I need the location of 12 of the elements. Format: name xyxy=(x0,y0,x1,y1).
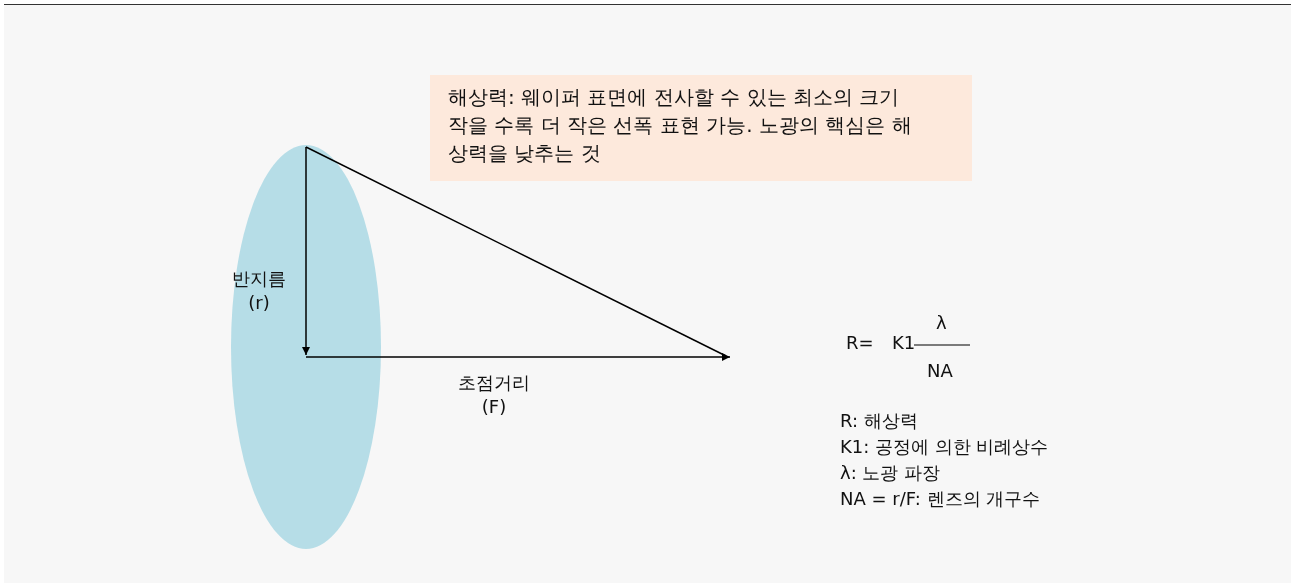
dimension-label: 초점거리 (F) xyxy=(457,371,531,419)
definition-text: K1: 공정에 의한 비례상수 xyxy=(840,435,1049,459)
definition-text: NA = r/F: 렌즈의 개구수 xyxy=(840,487,1041,511)
definition-text: λ: 노광 파장 xyxy=(840,461,941,485)
formula-text: R= xyxy=(846,331,874,355)
formula-text: λ xyxy=(936,311,947,335)
note-box xyxy=(430,75,972,181)
note-text: 해상력: 웨이퍼 표면에 전사할 수 있는 최소의 크기 작을 수록 더 작은 선폭 표현 가능. 노광의 핵심은 해상력을 낮추는 것 xyxy=(448,84,913,167)
formula-text: K1 xyxy=(892,331,916,355)
formula-text: NA xyxy=(927,359,953,383)
definition-text: R: 해상력 xyxy=(840,409,918,433)
dimension-label: 반지름 (r) xyxy=(231,267,287,315)
